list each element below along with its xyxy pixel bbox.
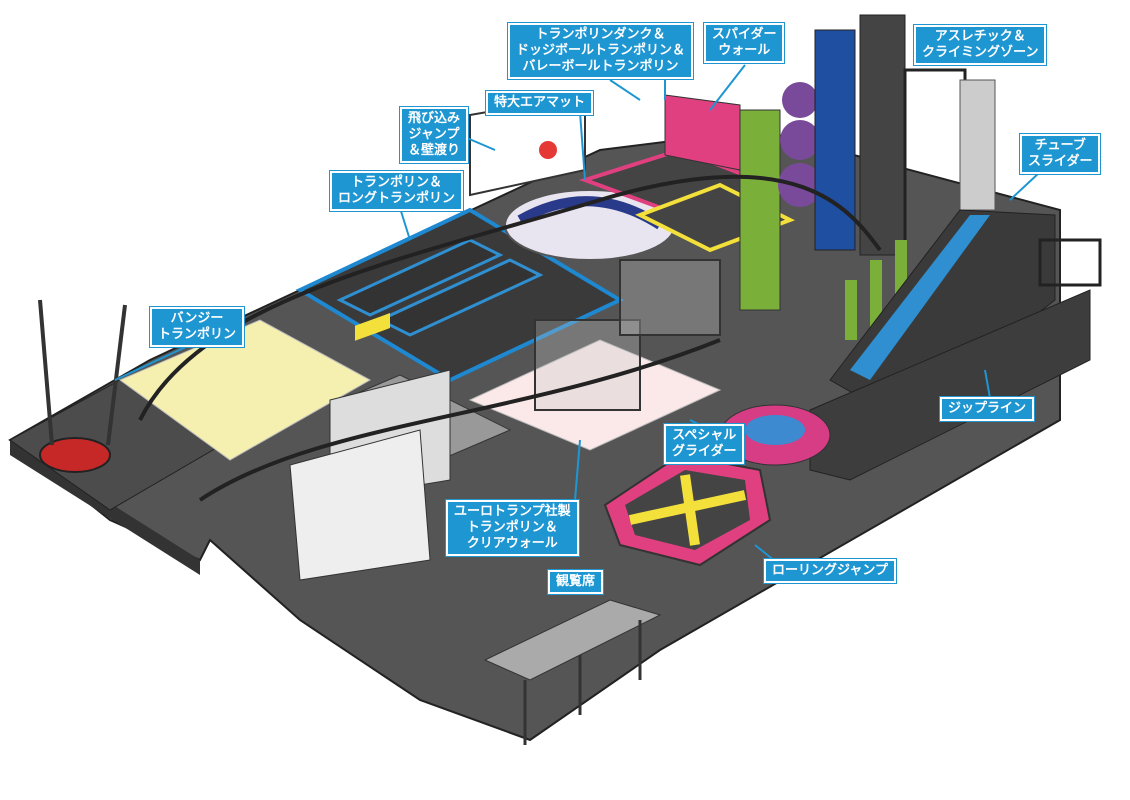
label-line: ロングトランポリン (338, 191, 456, 206)
label-line: スペシャル (672, 428, 737, 443)
label-line: トランポリン＆ (351, 175, 443, 190)
label-line: ジップライン (948, 401, 1027, 416)
label-line: 飛び込み (408, 111, 461, 126)
label-line: スライダー (1028, 154, 1093, 169)
label-line: チューブ (1034, 138, 1086, 153)
label-long-trampoline[interactable]: トランポリン＆ ロングトランポリン (330, 171, 464, 211)
climbing-tower-green (739, 109, 781, 311)
label-line: ドッジボールトランポリン＆ (516, 43, 686, 58)
label-euro-trampoline[interactable]: ユーロトランプ社製 トランポリン＆ クリアウォール (446, 500, 579, 556)
label-line: クリアウォール (466, 536, 558, 551)
label-line: 特大エアマット (494, 95, 586, 110)
label-line: トランポリンダンク＆ (535, 27, 666, 42)
label-line: グライダー (672, 444, 737, 459)
label-line: バンジー (170, 311, 224, 326)
label-zipline[interactable]: ジップライン (940, 397, 1035, 421)
ladder-wall (959, 79, 996, 211)
euro-trampoline (468, 339, 722, 451)
label-trampoline-dunk[interactable]: トランポリンダンク＆ ドッジボールトランポリン＆ バレーボールトランポリン (508, 23, 694, 79)
label-rolling-jump[interactable]: ローリングジャンプ (764, 559, 896, 583)
label-line: バレーボールトランポリン (522, 59, 679, 74)
label-dive-jump[interactable]: 飛び込み ジャンプ ＆壁渡り (400, 107, 469, 163)
label-air-mat[interactable]: 特大エアマット (486, 91, 594, 115)
label-line: トランポリン＆ (466, 520, 558, 535)
label-line: スパイダー (712, 27, 777, 42)
label-line: ＆壁渡り (408, 143, 461, 158)
label-athletic-climbing[interactable]: アスレチック＆ クライミングゾーン (914, 25, 1047, 65)
label-line: ジャンプ (408, 127, 460, 142)
climbing-wall-dark (859, 14, 906, 256)
label-spider-wall[interactable]: スパイダー ウォール (704, 23, 785, 63)
label-line: アスレチック＆ (934, 29, 1026, 44)
label-line: ローリングジャンプ (772, 563, 888, 578)
label-special-glider[interactable]: スペシャル グライダー (664, 424, 745, 464)
label-viewing-seats[interactable]: 観覧席 (548, 570, 604, 594)
label-bungee-trampoline[interactable]: バンジー トランポリン (150, 307, 245, 347)
label-line: クライミングゾーン (922, 45, 1039, 60)
label-line: ユーロトランプ社製 (454, 504, 571, 519)
label-tube-slider[interactable]: チューブ スライダー (1020, 134, 1101, 174)
label-line: トランポリン (158, 327, 237, 342)
label-line: 観覧席 (556, 574, 596, 589)
label-line: ウォール (718, 43, 771, 58)
zipline-tower (1038, 238, 1102, 287)
viewing-seats (483, 599, 662, 681)
bungee-trampoline (39, 437, 111, 473)
